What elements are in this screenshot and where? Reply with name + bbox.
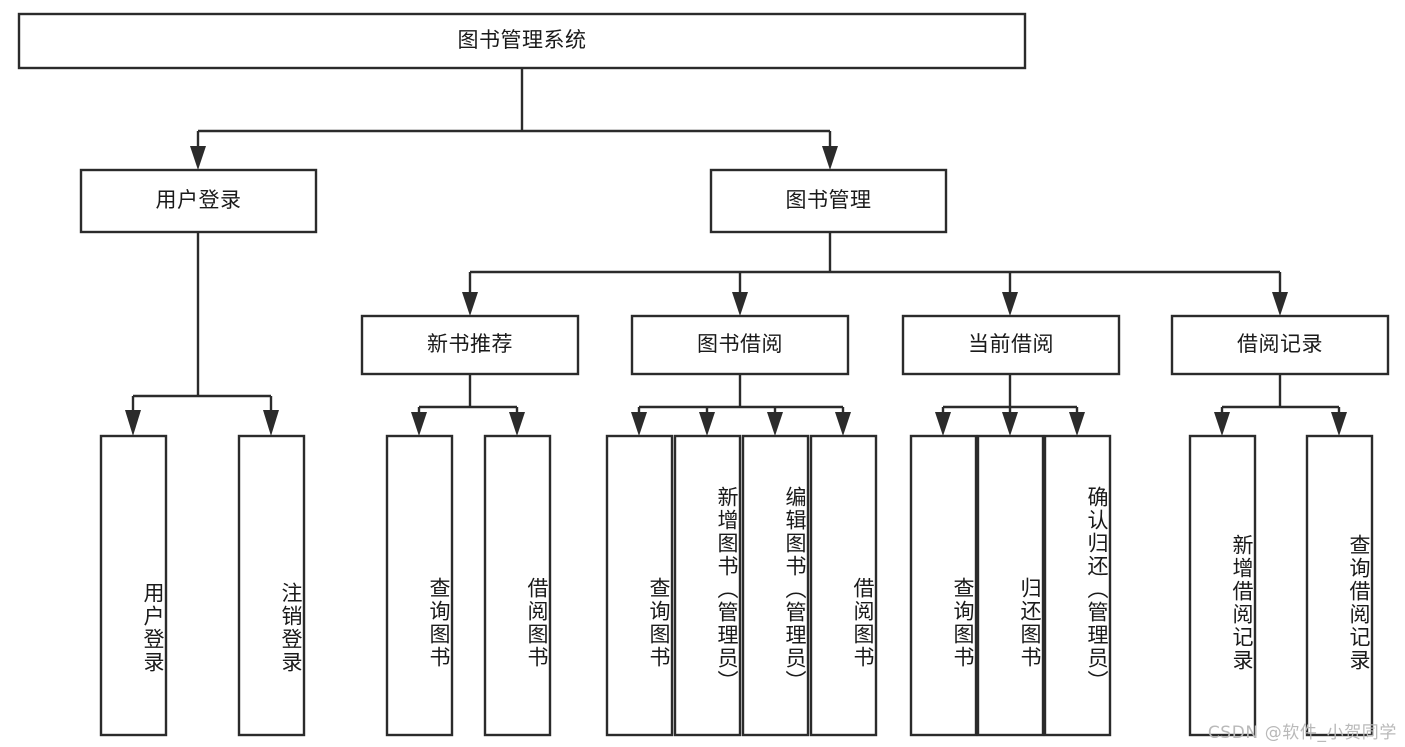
node-leaf-add-borrow-record-box[interactable]	[1188, 434, 1257, 737]
arrow-head-leaf-query-book-current	[935, 412, 951, 436]
node-borrow-record-box[interactable]	[1170, 314, 1390, 376]
connector-group-new-book-recommend	[411, 374, 525, 436]
connector-group-book-management	[462, 232, 1288, 316]
connector-group-book-borrow	[631, 374, 851, 436]
node-leaf-confirm-return-admin-box[interactable]	[1043, 434, 1112, 737]
node-leaf-user-logout-box[interactable]	[237, 434, 306, 737]
node-book-management-box[interactable]	[709, 168, 948, 234]
arrow-head-book-management	[822, 146, 838, 170]
arrow-head-user-login	[190, 146, 206, 170]
arrow-head-leaf-confirm-return-admin	[1069, 412, 1085, 436]
arrow-head-leaf-query-borrow-record	[1331, 412, 1347, 436]
node-book-borrow-box[interactable]	[630, 314, 850, 376]
arrow-head-leaf-query-book-borrow	[631, 412, 647, 436]
arrow-head-current-borrow	[1002, 292, 1018, 316]
arrow-head-leaf-borrow-book-rec	[509, 412, 525, 436]
node-leaf-borrow-book-rec-box[interactable]	[483, 434, 552, 737]
node-user-login-box[interactable]	[79, 168, 318, 234]
connector-group-root	[190, 68, 838, 170]
arrow-head-borrow-record	[1272, 292, 1288, 316]
arrow-head-leaf-return-book	[1002, 412, 1018, 436]
arrow-head-leaf-add-borrow-record	[1214, 412, 1230, 436]
node-leaf-return-book-box[interactable]	[976, 434, 1045, 737]
arrow-head-new-book-recommend	[462, 292, 478, 316]
arrow-head-leaf-borrow-book	[835, 412, 851, 436]
arrow-head-leaf-edit-book-admin	[767, 412, 783, 436]
node-leaf-query-borrow-record-box[interactable]	[1305, 434, 1374, 737]
connector-group-user-login	[125, 232, 279, 436]
connector-group-borrow-record	[1214, 374, 1347, 436]
arrow-head-leaf-add-book-admin	[699, 412, 715, 436]
connector-group-current-borrow	[935, 374, 1085, 436]
node-leaf-edit-book-admin-box[interactable]	[741, 434, 810, 737]
node-leaf-query-book-current-box[interactable]	[909, 434, 978, 737]
node-leaf-query-book-borrow-box[interactable]	[605, 434, 674, 737]
arrow-head-book-borrow	[732, 292, 748, 316]
node-leaf-add-book-admin-box[interactable]	[673, 434, 742, 737]
node-leaf-user-login-box[interactable]	[99, 434, 168, 737]
node-root-box[interactable]	[17, 12, 1027, 70]
node-leaf-borrow-book-box[interactable]	[809, 434, 878, 737]
node-new-book-recommend-box[interactable]	[360, 314, 580, 376]
arrow-head-leaf-user-login	[125, 410, 141, 436]
arrow-head-leaf-query-book-rec	[411, 412, 427, 436]
node-leaf-query-book-rec-box[interactable]	[385, 434, 454, 737]
arrow-head-leaf-user-logout	[263, 410, 279, 436]
node-current-borrow-box[interactable]	[901, 314, 1121, 376]
